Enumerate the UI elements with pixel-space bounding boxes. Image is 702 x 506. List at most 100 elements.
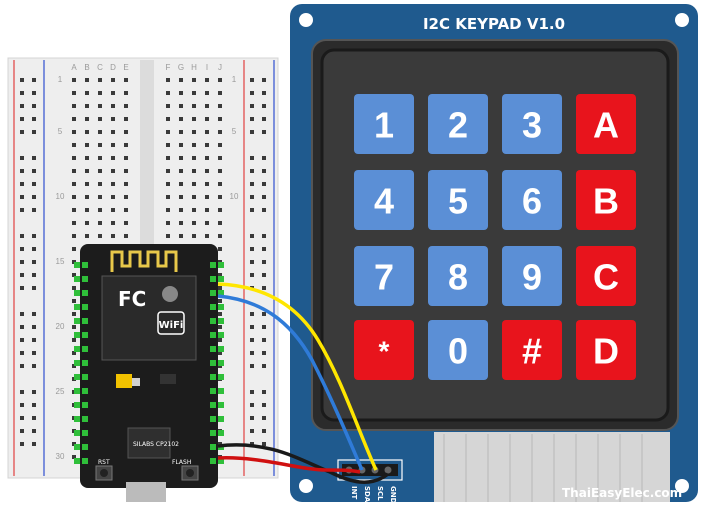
key-label: 8 [448, 257, 468, 298]
rail-hole [32, 442, 36, 446]
rail-hole [20, 325, 24, 329]
breadboard-pin [74, 276, 80, 282]
key-cap[interactable] [576, 320, 636, 380]
key-6[interactable]: 6 [502, 170, 562, 230]
breadboard-pin [74, 374, 80, 380]
rail-hole [250, 325, 254, 329]
rail-hole [262, 234, 266, 238]
rail-hole [32, 351, 36, 355]
brand-label: ThaiEasyElec.com [562, 486, 682, 500]
usb-port [126, 482, 166, 502]
rail-hole [262, 117, 266, 121]
breadboard-hole [179, 143, 183, 147]
key-b[interactable]: B [576, 170, 636, 230]
breadboard-hole [72, 91, 76, 95]
rail-hole [250, 416, 254, 420]
header-pin [82, 304, 88, 310]
wire-blue-sda [217, 294, 364, 471]
usb-chip [127, 427, 171, 459]
breadboard-hole [72, 169, 76, 173]
key-label: D [593, 331, 619, 372]
key-3[interactable]: 3 [502, 94, 562, 154]
key-8[interactable]: 8 [428, 246, 488, 306]
breadboard-hole [218, 143, 222, 147]
key-cap[interactable] [502, 94, 562, 154]
key-star[interactable]: * [354, 320, 414, 380]
key-cap[interactable] [576, 94, 636, 154]
key-5[interactable]: 5 [428, 170, 488, 230]
key-cap[interactable] [502, 320, 562, 380]
breadboard-hole [85, 221, 89, 225]
rail-hole [262, 312, 266, 316]
breadboard-pin [218, 332, 224, 338]
rail-hole [20, 130, 24, 134]
rail-hole [262, 260, 266, 264]
breadboard-hole [124, 169, 128, 173]
breadboard-hole [124, 156, 128, 160]
key-7[interactable]: 7 [354, 246, 414, 306]
rail-hole [20, 234, 24, 238]
breadboard-hole [98, 182, 102, 186]
key-0[interactable]: 0 [428, 320, 488, 380]
capacitor [116, 374, 132, 388]
rail-hole [20, 403, 24, 407]
key-1[interactable]: 1 [354, 94, 414, 154]
breadboard-hole [205, 221, 209, 225]
row-number: 10 [230, 192, 239, 201]
key-cap[interactable] [354, 320, 414, 380]
pin-label-gnd: GND [389, 486, 397, 504]
breadboard-hole [179, 182, 183, 186]
breadboard-hole [205, 234, 209, 238]
header-pin [82, 332, 88, 338]
nodemcu-board: FC WiFi SILABS CP2102 RST FLASH [74, 244, 224, 502]
rail-hole [20, 286, 24, 290]
key-cap[interactable] [502, 246, 562, 306]
breadboard-hole [218, 78, 222, 82]
breadboard-hole [218, 91, 222, 95]
key-cap[interactable] [428, 320, 488, 380]
pin-label-int: INT [350, 486, 358, 499]
breadboard-pin [218, 430, 224, 436]
key-label: A [593, 105, 619, 146]
breadboard-hole [98, 78, 102, 82]
rail-hole [262, 390, 266, 394]
breadboard-hole [179, 91, 183, 95]
breadboard-hole [166, 221, 170, 225]
breadboard-hole [98, 156, 102, 160]
key-cap[interactable] [576, 246, 636, 306]
key-a[interactable]: A [576, 94, 636, 154]
breadboard-hole [218, 104, 222, 108]
breadboard-hole [72, 286, 76, 290]
key-cap[interactable] [354, 94, 414, 154]
key-2[interactable]: 2 [428, 94, 488, 154]
rail-hole [250, 247, 254, 251]
breadboard-hole [192, 208, 196, 212]
breadboard-hole [218, 117, 222, 121]
key-cap[interactable] [428, 94, 488, 154]
breadboard-hole [111, 91, 115, 95]
key-4[interactable]: 4 [354, 170, 414, 230]
key-c[interactable]: C [576, 246, 636, 306]
key-hash[interactable]: # [502, 320, 562, 380]
key-cap[interactable] [428, 170, 488, 230]
key-cap[interactable] [502, 170, 562, 230]
key-d[interactable]: D [576, 320, 636, 380]
header-pin [210, 458, 216, 464]
key-cap[interactable] [428, 246, 488, 306]
key-cap[interactable] [354, 170, 414, 230]
key-9[interactable]: 9 [502, 246, 562, 306]
breadboard-hole [72, 78, 76, 82]
key-label: * [379, 336, 390, 367]
breadboard-hole [72, 351, 76, 355]
rst-label: RST [98, 459, 110, 466]
breadboard-hole [179, 169, 183, 173]
rail-hole [262, 247, 266, 251]
rail-hole [20, 169, 24, 173]
fc-logo: FC [118, 287, 146, 311]
key-cap[interactable] [354, 246, 414, 306]
rail-hole [32, 182, 36, 186]
key-cap[interactable] [576, 170, 636, 230]
rail-hole [250, 403, 254, 407]
rail-hole [32, 429, 36, 433]
rail-hole [32, 91, 36, 95]
